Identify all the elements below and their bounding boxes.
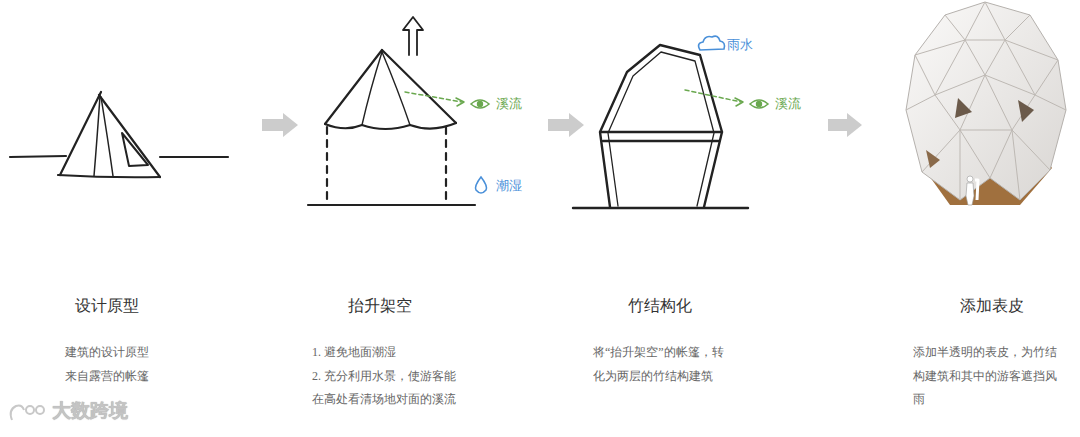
step-description: 添加半透明的表皮，为竹结 构建筑和其中的游客遮挡风 雨 [913,341,1061,412]
watermark: 大数跨境 [52,401,128,419]
step-panel: 抬升架空 1. 避免地面潮湿2. 充分利用水景，使游客能 在高处看清场地对面的溪流 [298,10,548,418]
stream-label: 溪流 [496,95,522,113]
eye-icon [750,100,768,108]
step-arrow [262,113,298,137]
skin-render [906,2,1066,205]
step-description: 2. 充分利用水景，使游客能 在高处看清场地对面的溪流 [312,365,464,412]
drop-icon [476,177,487,193]
step-description: 建筑的设计原型 来自露营的帐篷 [65,341,155,388]
step-title: 添加表皮 [960,296,1024,316]
humidity-label: 潮湿 [496,177,522,195]
step-description: 1. 避免地面潮湿 [312,341,464,365]
step-title: 设计原型 [75,296,139,316]
step-title: 抬升架空 [348,296,412,316]
step-title: 竹结构化 [628,296,692,316]
rain-label: 雨水 [727,36,753,54]
step-panel: 添加表皮添加半透明的表皮，为竹结 构建筑和其中的游客遮挡风 雨 [862,10,1075,418]
step-arrow [828,113,862,137]
watermark-logo [11,406,44,421]
bamboo-structure-sketch [573,45,748,208]
step-panel: 竹结构化将“抬升架空”的帐篷，转 化为两层的竹结构建筑 [584,10,828,394]
eye-icon [471,100,489,108]
stream-label: 溪流 [775,95,801,113]
tent-sketch [10,92,228,177]
step-description: 将“抬升架空”的帐篷，转 化为两层的竹结构建筑 [593,341,733,388]
step-panel: 设计原型建筑的设计原型 来自露营的帐篷 [5,10,262,394]
cloud-icon [699,36,725,50]
step-arrow [548,113,584,137]
raised-tent-sketch [308,17,475,205]
